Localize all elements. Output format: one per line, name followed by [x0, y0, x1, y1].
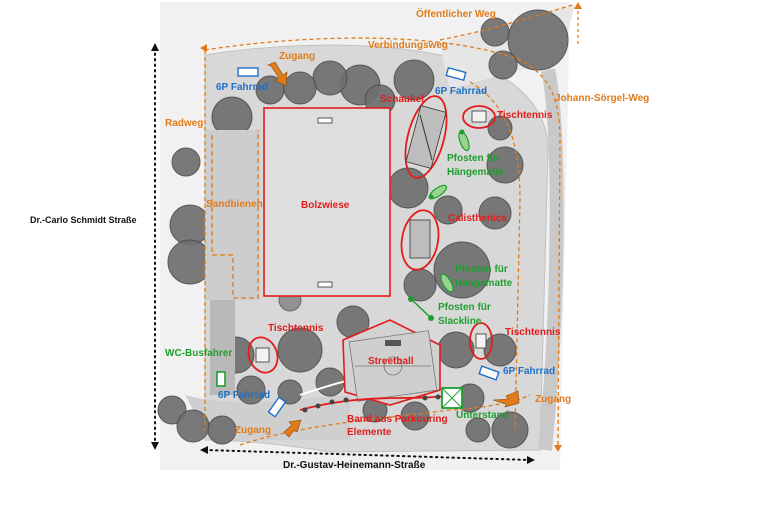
label-calisthenics: Calisthenics	[448, 213, 507, 224]
label-zugang-north: Zugang	[279, 51, 315, 62]
label-slackline-2: Slackline	[438, 316, 482, 327]
label-bike-parking-e: 6P Fahrrad	[503, 366, 555, 377]
label-tischtennis-w: Tischtennis	[268, 323, 324, 334]
table-tennis-e	[469, 322, 493, 360]
street-boundaries	[151, 2, 582, 464]
bolzwiese-field	[263, 107, 391, 297]
sandbienen-area	[205, 130, 260, 300]
hammock-posts-north	[458, 129, 470, 152]
label-hammock-south-1: Pfosten für	[455, 264, 508, 275]
slackline-posts	[408, 296, 434, 321]
swing-area	[404, 95, 448, 179]
parkour-elements	[302, 394, 441, 413]
table-tennis-ne	[462, 105, 496, 129]
label-hammock-north-2: Hängematte	[447, 167, 505, 178]
table-tennis-w	[247, 336, 279, 374]
streetball-court	[342, 319, 441, 406]
label-unterstand: Unterstand	[456, 410, 509, 421]
shelter	[441, 387, 463, 409]
label-hammock-north-1: Pfosten für	[447, 153, 500, 164]
label-slackline-1: Pfosten für	[438, 302, 491, 313]
label-bike-parking-nw: 6P Fahrrad	[216, 82, 268, 93]
label-tischtennis-e: Tischtennis	[505, 327, 561, 338]
label-tischtennis-ne: Tischtennis	[497, 110, 553, 121]
label-radweg: Radweg	[165, 118, 203, 129]
label-zugang-east: Zugang	[535, 394, 571, 405]
label-oeffentlicher-weg: Öffentlicher Weg	[416, 7, 496, 20]
label-hammock-south-2: Hängematte	[455, 278, 513, 289]
label-bike-parking-sw: 6P Fahrrad	[218, 390, 270, 401]
label-wc-busfahrer: WC-Busfahrer	[165, 348, 232, 359]
calisthenics-area	[400, 209, 440, 271]
label-zugang-south: Zugang	[235, 425, 271, 436]
label-schaukel: Schaukel	[380, 94, 424, 105]
label-johann-soergel-weg: Johann-Sörgel-Weg	[555, 93, 649, 104]
wc-building	[216, 371, 226, 387]
access-arrows	[267, 61, 520, 438]
label-bike-parking-ne: 6P Fahrrad	[435, 86, 487, 97]
label-parkour-line2: Elemente	[347, 427, 392, 438]
label-parkour-line1: Band aus Parkouring	[347, 414, 448, 425]
label-carlo-schmidt-strasse: Dr.-Carlo Schmidt Straße	[30, 215, 137, 225]
label-streetball: Streetball	[368, 356, 414, 367]
label-verbindungsweg: Verbindungsweg	[368, 40, 448, 51]
hammock-posts-south	[440, 273, 454, 293]
bike-parking-icons	[237, 66, 500, 418]
label-bolzwiese: Bolzwiese	[301, 200, 350, 211]
label-sandbienen: Sandbienen	[206, 199, 263, 210]
label-gustav-heinemann-strasse: Dr.-Gustav-Heinemann-Straße	[283, 460, 426, 471]
hammock-posts-mid	[428, 184, 448, 200]
